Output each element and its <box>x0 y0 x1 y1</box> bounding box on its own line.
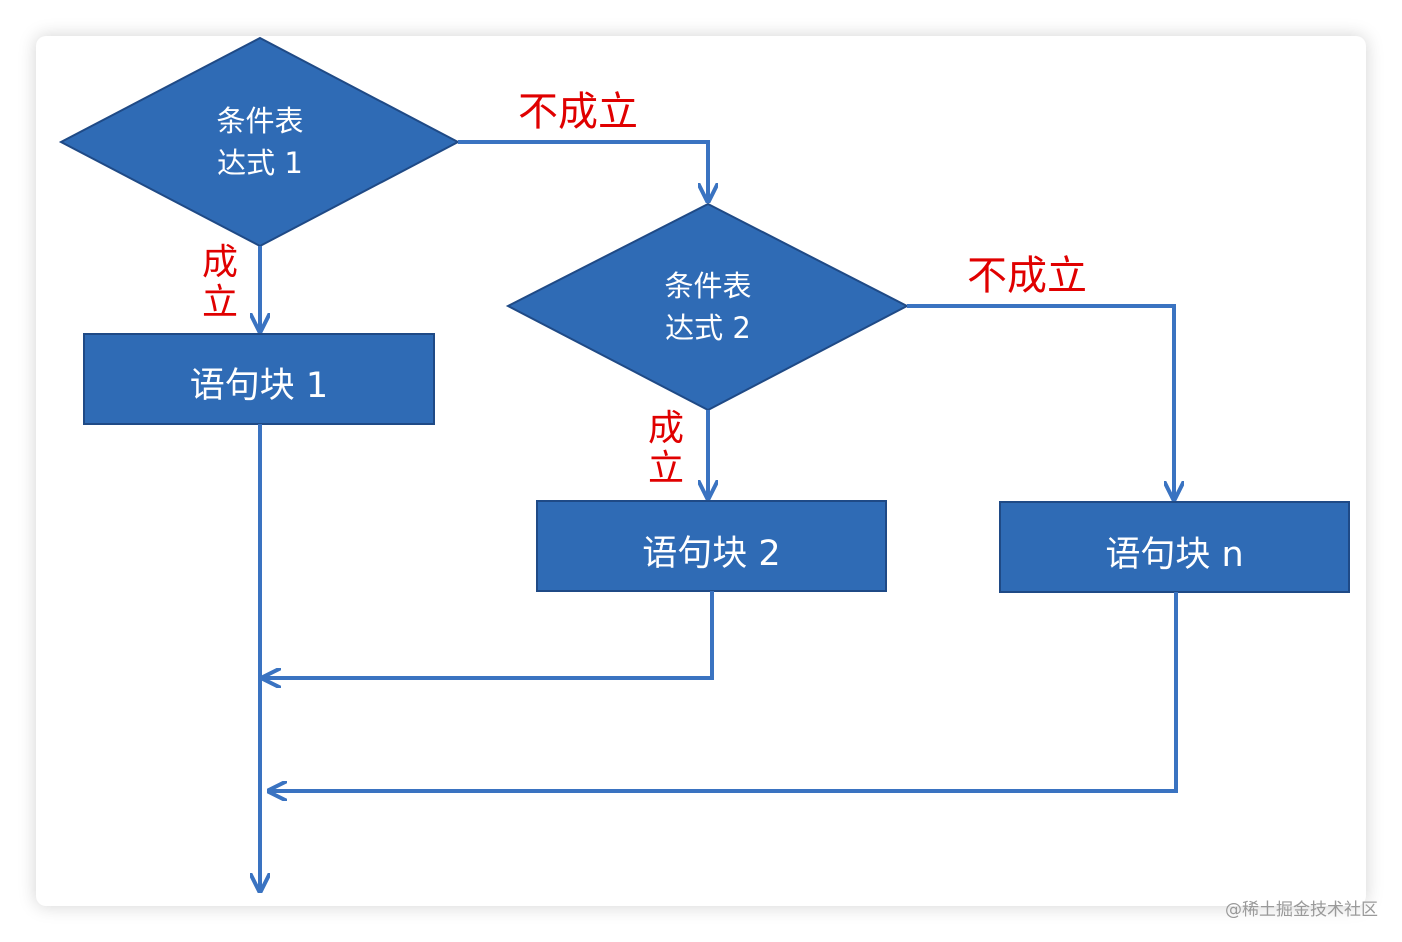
block-n-rect <box>999 501 1350 593</box>
label-true-2: 成 立 <box>647 408 684 489</box>
edge-block2-merge <box>264 591 714 678</box>
block-n-text: 语句块 n <box>1105 535 1244 575</box>
edge-blockn-merge <box>270 592 1178 791</box>
watermark: @稀土掘金技术社区 <box>1225 900 1378 920</box>
label-not-true-2: 不成立 <box>967 253 1087 299</box>
block-2-rect <box>536 500 887 592</box>
block-2-text: 语句块 2 <box>642 534 781 574</box>
condition-2-text: 条件表 达式 2 <box>664 269 752 345</box>
label-true-1: 成 立 <box>201 242 238 323</box>
block-1-text: 语句块 1 <box>189 366 329 406</box>
edge-cond1-to-cond2 <box>458 140 708 200</box>
edge-cond2-to-blockn <box>907 304 1174 498</box>
condition-1-text: 条件表 达式 1 <box>216 104 304 180</box>
label-not-true-1: 不成立 <box>518 89 638 135</box>
